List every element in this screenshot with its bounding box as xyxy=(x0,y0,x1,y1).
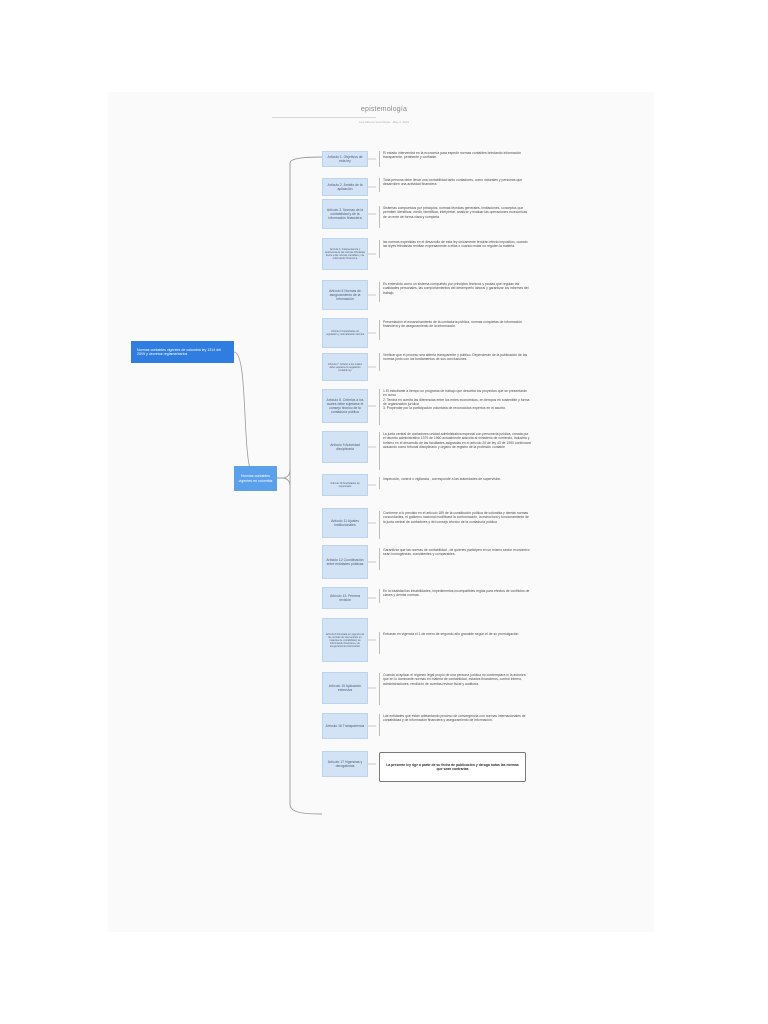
hub-stem xyxy=(277,163,291,804)
hub-brace-upper xyxy=(281,469,291,479)
page-subtitle: Luis Alberto Vera Rojas · May 4, 2021 xyxy=(358,120,410,124)
article-node-8[interactable]: Artículo 8. Criterios a los cuales debe … xyxy=(322,389,368,423)
article-title: Artículo 1. Objetivos de esta ley xyxy=(327,155,363,163)
article-node-10[interactable]: Artículo 10 Autoridades de supervisión xyxy=(322,474,368,496)
article-node-4[interactable]: Artículo 4. Independencia y autonomía de… xyxy=(322,238,368,270)
article-node-7[interactable]: Artículo 7. Criterio a los cuales debe s… xyxy=(322,353,368,381)
article-description-13: En la totalidad las inhabilidades, imped… xyxy=(379,589,531,603)
article-node-3[interactable]: Artículo 3. Normas de la contabilidad y … xyxy=(322,199,368,229)
page-sheet xyxy=(108,92,654,932)
article-description-16: Las entidades que están adelantando proc… xyxy=(379,714,531,736)
article-title: Artículo 15 Aplicación extensiva xyxy=(328,684,362,692)
hub-node-label: Normas contables vigentes en colombia xyxy=(238,474,273,483)
root-node[interactable]: Normas contables vigentes de colombia le… xyxy=(131,341,234,363)
article-node-1[interactable]: Artículo 1. Objetivos de esta ley xyxy=(322,151,368,167)
article-title: Artículo 5 Normas de aseguramiento de la… xyxy=(329,289,361,301)
article-description-1: El estado intervendrá en la economía par… xyxy=(379,151,531,167)
article-description-3: Sistemas compuestos por principios, norm… xyxy=(379,206,531,228)
article-node-17[interactable]: Artículo 17 Vigencias y derogatorias xyxy=(322,751,368,777)
article-description-17: La presente ley rige a partir de su fech… xyxy=(379,752,526,782)
article-title: Artículo 6 Autoridades de regulación y n… xyxy=(325,330,365,336)
article-description-2: Toda persona debe llevar una contabilida… xyxy=(379,178,531,192)
brace-bottom-curve xyxy=(289,803,323,815)
article-description-9: La junta central de contadores unidad ad… xyxy=(379,432,531,470)
article-title: Artículo 3. Normas de la contabilidad y … xyxy=(326,208,364,220)
article-title: Artículo 16 Transparencia xyxy=(325,724,365,728)
article-node-9[interactable]: Artículo 9 Autoridad disciplinaria xyxy=(322,431,368,463)
root-hub-connector xyxy=(233,351,257,479)
article-description-11: Conforme a lo previsto en el artículo 18… xyxy=(379,511,531,539)
article-title: Artículo 9 Autoridad disciplinaria xyxy=(330,443,360,451)
article-description-7: Verificar que el proceso sea abierto tra… xyxy=(379,353,531,371)
article-node-11[interactable]: Artículo 11 Ajustes institucionales xyxy=(322,508,368,538)
article-description-6: Presentación el ensanchamiento de la con… xyxy=(379,320,531,340)
article-title: Artículo 12 Coordinación entre entidades… xyxy=(326,558,364,566)
article-title: Artículo 7. Criterio a los cuales debe s… xyxy=(328,362,362,372)
article-description-14: Entrarán en vigencia el 1 de enero de se… xyxy=(379,632,531,654)
article-node-15[interactable]: Artículo 15 Aplicación extensiva xyxy=(322,672,368,704)
article-description-10: Inspección, control o vigilancia , corre… xyxy=(379,477,531,489)
title-divider xyxy=(272,117,376,118)
article-title: Artículo 11 Ajustes institucionales xyxy=(331,519,359,527)
hub-node[interactable]: Normas contables vigentes en colombia xyxy=(234,466,277,491)
article-title: Artículo 17 Vigencias y derogatorias xyxy=(327,760,363,768)
article-node-14[interactable]: Artículo 14 Entrada en vigencia de las n… xyxy=(322,618,368,662)
article-node-2[interactable]: Artículo 2. Ámbito de la aplicación xyxy=(322,178,368,196)
article-description-15: Cuando al aplicar el régimen legal propi… xyxy=(379,673,531,705)
brace-top-curve xyxy=(289,156,323,164)
hub-brace-lower xyxy=(281,477,291,487)
article-node-13[interactable]: Artículo 13. Primera revisión xyxy=(322,587,368,609)
article-description-5: Es entendido como un sistema compuesto p… xyxy=(379,282,531,302)
root-node-label: Normas contables vigentes de colombia le… xyxy=(137,347,222,356)
article-title: Artículo 2. Ámbito de la aplicación xyxy=(327,183,363,191)
article-title: Artículo 10 Autoridades de supervisión xyxy=(330,482,360,488)
article-description-12: Garantizar que las normas de contabilida… xyxy=(379,548,531,570)
article-node-5[interactable]: Artículo 5 Normas de aseguramiento de la… xyxy=(322,280,368,310)
page-title: epistemología xyxy=(360,106,408,113)
article-node-12[interactable]: Artículo 12 Coordinación entre entidades… xyxy=(322,545,368,579)
article-title: Artículo 8. Criterios a los cuales debe … xyxy=(326,398,364,414)
article-title: Artículo 13. Primera revisión xyxy=(330,594,360,602)
article-node-6[interactable]: Artículo 6 Autoridades de regulación y n… xyxy=(322,318,368,348)
article-title: Artículo 14 Entrada en vigencia de las n… xyxy=(325,632,365,648)
article-description-4: las normas expedidas en el desarrollo de… xyxy=(379,240,531,258)
article-node-16[interactable]: Artículo 16 Transparencia xyxy=(322,713,368,739)
article-description-8: 1.El estudiante a tiempo un programa de … xyxy=(379,389,531,425)
article-title: Artículo 4. Independencia y autonomía de… xyxy=(325,248,365,260)
